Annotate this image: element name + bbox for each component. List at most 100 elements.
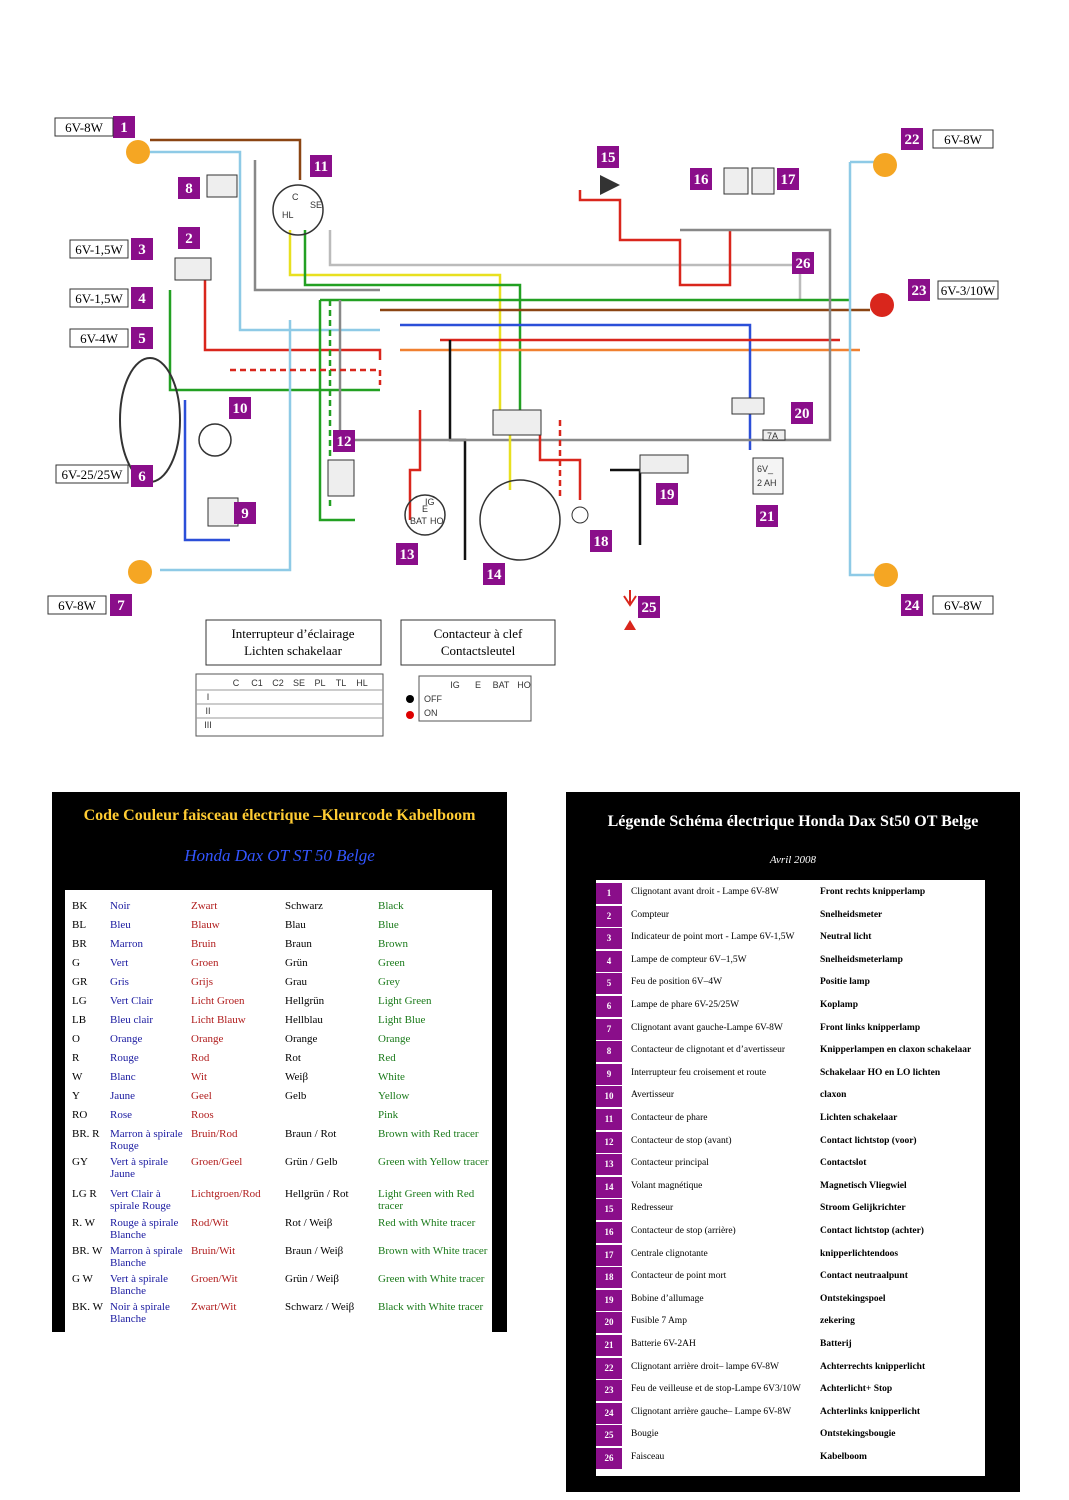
legend-dutch: claxon — [820, 1090, 847, 1101]
fuse — [762, 429, 786, 441]
color-code-cell: Groen — [191, 957, 219, 969]
color-code-cell: BK — [72, 900, 88, 912]
table-row-label: III — [204, 720, 212, 730]
label-box — [901, 594, 923, 616]
wire-harness — [150, 138, 880, 577]
power-rating: 6V-1,5W — [75, 242, 123, 257]
label-number: 1 — [120, 120, 128, 136]
legend-dutch: Batterij — [820, 1339, 852, 1349]
color-code-cell: Lichtgroen/Rod — [191, 1188, 261, 1200]
label-number: 20 — [795, 406, 810, 422]
label-box — [756, 505, 778, 527]
color-code-cell: Wit — [191, 1071, 208, 1083]
color-code-cell: BR. W — [72, 1245, 103, 1257]
label-box — [483, 563, 505, 585]
color-code-panel: Code Couleur faisceau électrique –Kleurc… — [52, 792, 507, 1332]
color-code-cell: Hellgrün / Rot — [285, 1188, 349, 1200]
table-header: HO — [517, 680, 531, 690]
legend-dutch: knipperlichtendoos — [820, 1248, 899, 1259]
legend-number: 3 — [596, 928, 622, 950]
legend-number: 1 — [596, 883, 622, 904]
color-code-cell: Orange — [378, 1033, 411, 1045]
wire — [203, 280, 382, 360]
label-box — [131, 238, 153, 260]
legend-number: 22 — [596, 1357, 622, 1379]
color-code-cell: Groen/Geel — [191, 1156, 243, 1168]
color-code-cell: Marron à spirale Rouge — [110, 1128, 183, 1152]
label-number: 7 — [117, 598, 125, 614]
legend-dutch: Snelheidsmeterlamp — [820, 954, 903, 965]
color-code-cell: Rose — [110, 1109, 132, 1121]
color-code-cell: Grün — [285, 957, 308, 969]
legend-dutch: Contactslot — [820, 1158, 867, 1169]
legend-number: 7 — [596, 1018, 622, 1040]
color-code-cell: Blauw — [191, 919, 220, 931]
turn-signal-bulb — [873, 153, 897, 177]
color-code-cell: Red with White tracer — [378, 1217, 476, 1229]
legend-french: Bougie — [631, 1429, 659, 1440]
label-box — [310, 155, 332, 177]
label-box — [638, 596, 660, 618]
legend-french: Feu de position 6V–4W — [631, 977, 723, 988]
color-code-cell: Schwarz — [285, 900, 323, 912]
legend-french: Contacteur principal — [631, 1158, 709, 1169]
power-box — [47, 595, 107, 615]
legend-dutch: Kabelboom — [820, 1452, 867, 1462]
color-code-cell: Grijs — [191, 976, 213, 988]
table-header: PL — [314, 678, 325, 688]
headlight — [119, 357, 181, 483]
color-code-cell: LB — [72, 1014, 87, 1026]
color-code-cell: Vert à spirale Jaune — [110, 1156, 169, 1180]
power-rating: 6V-8W — [65, 120, 104, 135]
legend-french: Clignotant avant gauche-Lampe 6V-8W — [631, 1022, 783, 1033]
legend-french: Centrale clignotante — [631, 1248, 708, 1259]
color-code-cell: Orange — [285, 1033, 318, 1045]
table-header: HL — [356, 678, 368, 688]
color-code-cell: Yellow — [378, 1090, 410, 1102]
label-box — [110, 594, 132, 616]
color-code-cell: Rot / Weiβ — [285, 1217, 333, 1229]
wire — [338, 228, 832, 442]
color-code-title: Code Couleur faisceau électrique –Kleurc… — [83, 807, 476, 824]
table-row-label: I — [207, 692, 210, 702]
color-code-cell: Rod — [191, 1052, 210, 1064]
color-code-cell: Orange — [191, 1033, 224, 1045]
legend-french: Clignotant arrière gauche– Lampe 6V-8W — [631, 1406, 792, 1417]
legend-french: Faisceau — [631, 1452, 665, 1462]
off-dot — [406, 695, 414, 703]
wire — [318, 300, 355, 522]
legend-number: 26 — [596, 1448, 622, 1469]
color-code-cell: Jaune — [110, 1090, 136, 1102]
color-code-cell: Light Blue — [378, 1014, 426, 1026]
legend-title: Légende Schéma électrique Honda Dax St50… — [607, 813, 979, 830]
color-code-cell: Rot — [285, 1052, 301, 1064]
legend-number: 4 — [596, 950, 622, 972]
color-code-cell: BR. R — [72, 1128, 100, 1140]
color-code-cell: Rod/Wit — [191, 1217, 229, 1229]
legend-number: 18 — [596, 1267, 622, 1289]
legend-number: 20 — [596, 1312, 622, 1334]
legend-french: Interrupteur feu croisement et route — [631, 1067, 767, 1078]
battery-label: 2 AH — [757, 478, 777, 488]
label-box — [396, 543, 418, 565]
legend-french: Clignotant avant droit - Lampe 6V-8W — [631, 887, 779, 897]
legend-dutch: Knipperlampen en claxon schakelaar — [820, 1045, 972, 1056]
legend-french: Contacteur de clignotant et d’avertisseu… — [631, 1045, 786, 1056]
color-code-cell: W — [72, 1071, 83, 1083]
color-code-cell: Weiβ — [285, 1071, 309, 1083]
legend-number: 15 — [596, 1199, 622, 1221]
color-code-cell: LG — [72, 995, 87, 1007]
legend-dutch: Magnetisch Vliegwiel — [820, 1180, 907, 1191]
legend-french: Lampe de phare 6V-25/25W — [631, 1000, 740, 1010]
color-code-cell: Gris — [110, 976, 129, 988]
label-number: 5 — [138, 331, 146, 347]
legend-dutch: Contact lichtstop (voor) — [820, 1135, 917, 1146]
